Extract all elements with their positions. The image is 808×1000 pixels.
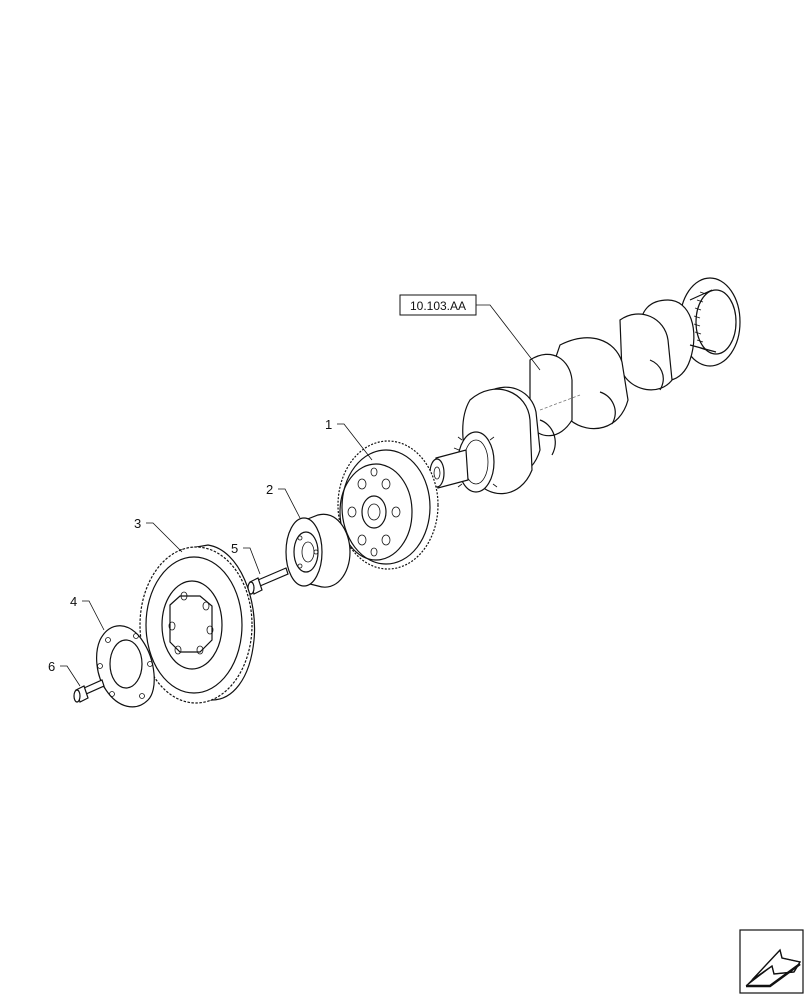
arrow-previous-icon[interactable] <box>739 929 804 994</box>
part-1-ring-gear <box>337 440 439 570</box>
callout-5: 5 <box>231 541 238 556</box>
callout-1: 1 <box>325 417 332 432</box>
part-6-bolt <box>73 679 105 703</box>
callout-labels: 1 2 3 4 5 6 <box>48 417 332 674</box>
reference-box-10-103-AA[interactable]: 10.103.AA <box>399 294 477 316</box>
part-2-hub <box>285 513 351 588</box>
callout-3: 3 <box>134 516 141 531</box>
callout-6: 6 <box>48 659 55 674</box>
crankshaft <box>429 277 741 495</box>
part-5-bolt <box>247 567 289 595</box>
callout-4: 4 <box>70 594 77 609</box>
part-4-washer-plate <box>96 625 155 708</box>
reference-box-label: 10.103.AA <box>410 299 466 313</box>
callout-2: 2 <box>266 482 273 497</box>
part-3-damper-pulley <box>139 544 256 704</box>
leader-lines <box>60 304 541 687</box>
